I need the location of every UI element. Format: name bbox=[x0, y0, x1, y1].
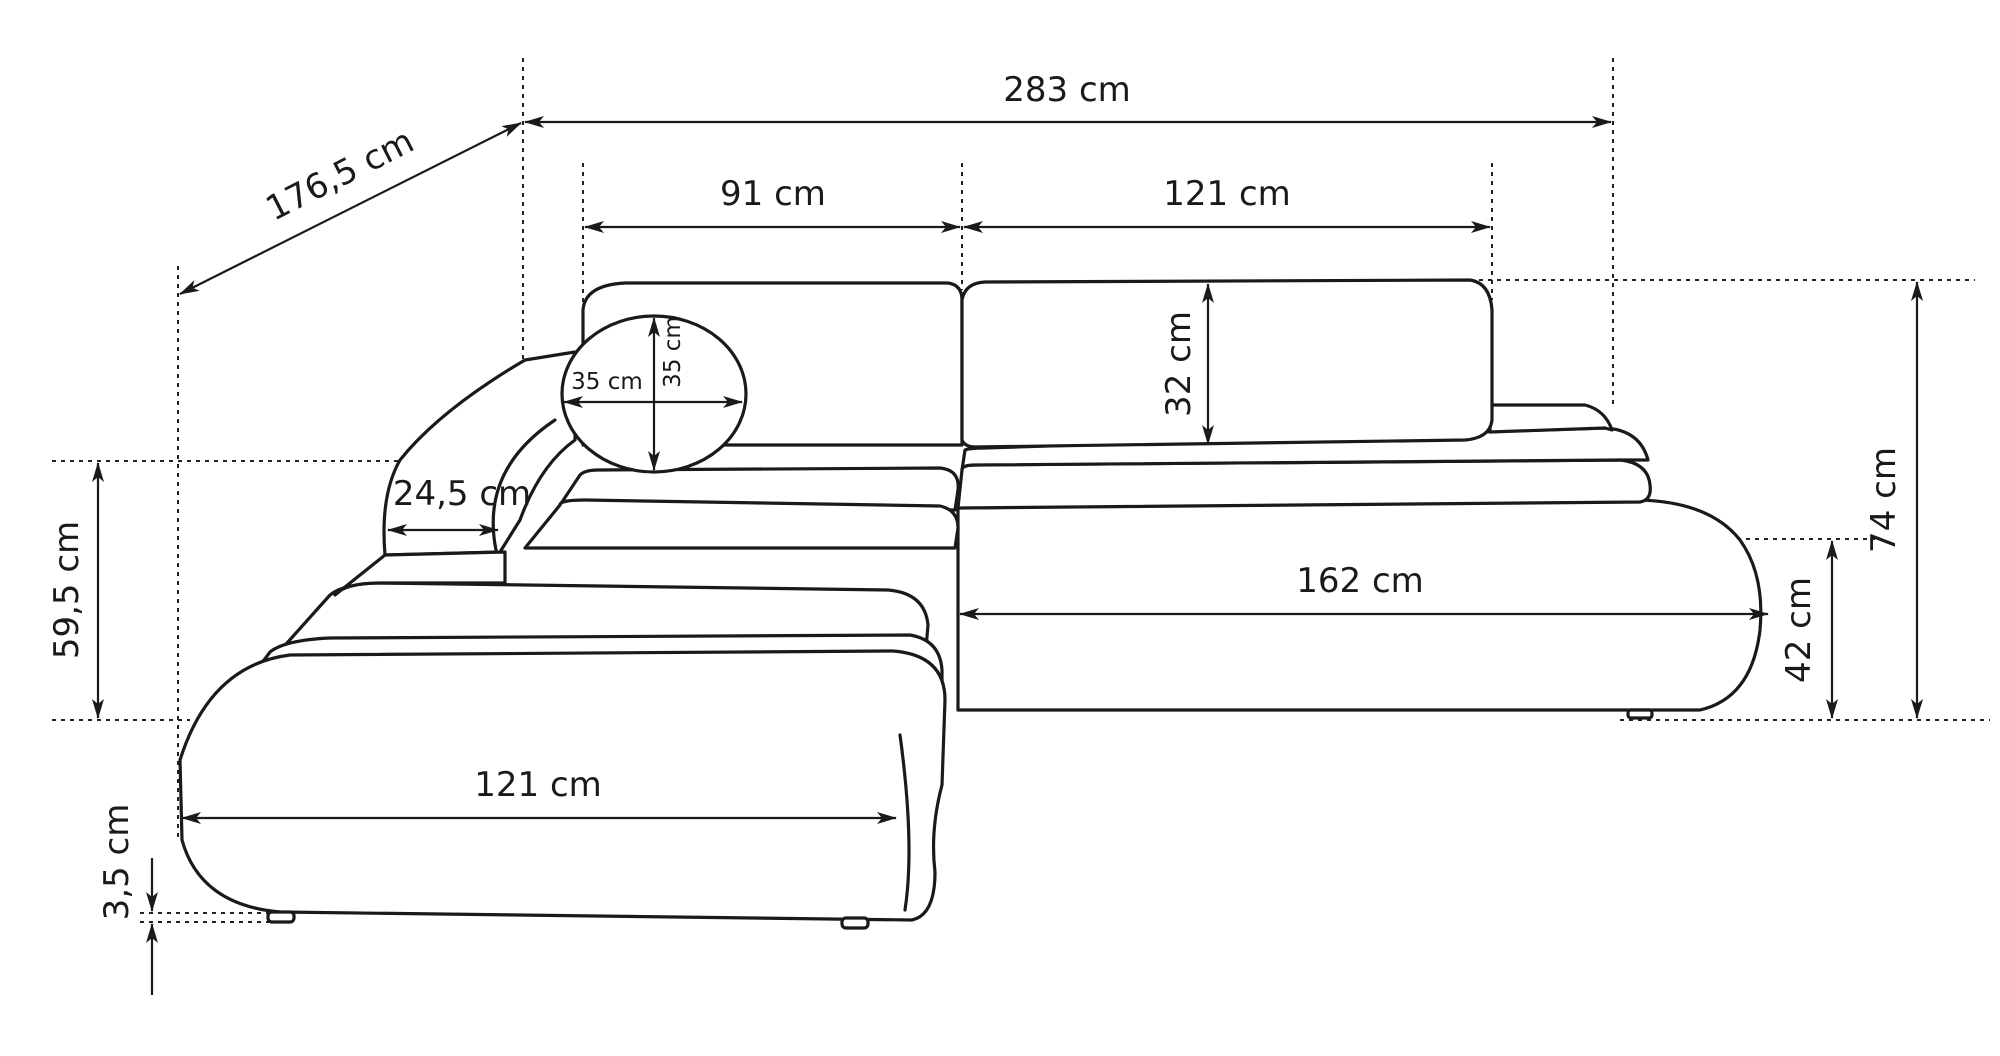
label-backrest-right: 121 cm bbox=[1163, 174, 1291, 214]
chaise-leg-left bbox=[266, 910, 296, 924]
sofa-drawing bbox=[178, 278, 1763, 930]
label-backrest-height: 32 cm bbox=[1159, 311, 1199, 417]
label-pillow-width: 35 cm bbox=[571, 369, 643, 395]
chaise-leg-right bbox=[840, 916, 870, 930]
right-seat-cushion bbox=[956, 498, 1763, 712]
label-armrest-width: 24,5 cm bbox=[393, 474, 531, 514]
right-leg bbox=[1626, 708, 1654, 720]
dimension-arrows bbox=[92, 116, 1923, 995]
left-back-seat-lower bbox=[523, 498, 960, 550]
label-total-height: 74 cm bbox=[1864, 447, 1904, 553]
guide-lines bbox=[52, 58, 1990, 923]
left-back-seat-top bbox=[558, 466, 960, 512]
chaise-cushion-main bbox=[178, 649, 947, 922]
arrow-depth bbox=[179, 122, 522, 295]
chaise-front-edge bbox=[898, 733, 911, 912]
label-seat-height: 42 cm bbox=[1779, 577, 1819, 683]
right-end-pad bbox=[1488, 403, 1614, 434]
chaise-armrest-base bbox=[333, 550, 507, 597]
label-seat-length: 162 cm bbox=[1296, 561, 1424, 601]
right-backrest bbox=[960, 278, 1494, 449]
label-total-width: 283 cm bbox=[1003, 70, 1131, 110]
label-armrest-height: 59,5 cm bbox=[47, 521, 87, 659]
armrest bbox=[382, 350, 577, 557]
right-seat-top-cushion bbox=[956, 458, 1652, 510]
label-pillow-height: 35 cm bbox=[660, 316, 686, 388]
label-leg-height: 3,5 cm bbox=[97, 804, 137, 921]
label-chaise-length: 121 cm bbox=[474, 765, 602, 805]
label-backrest-left: 91 cm bbox=[720, 174, 826, 214]
